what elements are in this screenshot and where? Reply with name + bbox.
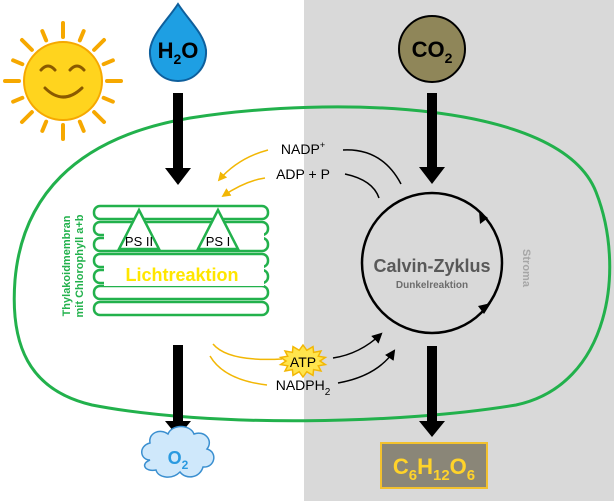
adp-p-label: ADP + P (276, 166, 330, 182)
thylakoid-to-nadph-curve (209, 355, 268, 386)
water-formula: H2O (158, 38, 199, 67)
glucose-out-arrow (419, 346, 445, 437)
co2-in-arrow (419, 93, 445, 184)
water-drop-icon (148, 2, 208, 83)
ps2-triangle (116, 207, 162, 251)
glucose-box (380, 442, 488, 489)
thylakoid-stack (92, 204, 270, 317)
stroma-label: Stroma (520, 249, 532, 288)
atp-label: ATP (290, 354, 316, 370)
light-reaction-band (104, 262, 264, 286)
calvin-cycle-arrowhead-bottom (478, 303, 491, 314)
nadp-plus-label: NADP+ (281, 140, 325, 157)
nadp-to-thylakoid-arrow (217, 149, 269, 182)
co2-circle (398, 15, 466, 83)
svg-text:Thylakoidmembran: Thylakoidmembran (61, 215, 73, 316)
starburst-icon (278, 343, 328, 379)
cloud-icon (141, 425, 215, 478)
water-in-arrow (165, 93, 191, 185)
ps1-triangle (195, 207, 241, 251)
ps2-label: PS II (125, 234, 153, 249)
adp-to-thylakoid-arrow (221, 177, 266, 198)
atp-to-calvin-arrow (332, 332, 383, 359)
co2-formula: CO2 (412, 37, 453, 66)
right-panel-background (304, 0, 614, 501)
nadph-to-calvin-arrow (337, 349, 396, 384)
adp-return-curve (344, 173, 380, 199)
calvin-cycle-ring (360, 191, 504, 335)
calvin-cycle-title: Calvin-Zyklus (373, 256, 490, 276)
thylakoid-membrane-label: Thylakoidmembran mit Chlorophyll a+b (61, 214, 86, 317)
smiling-sun-icon (3, 21, 123, 141)
light-reaction-label: Lichtreaktion (125, 265, 238, 285)
calvin-cycle-arrowhead-top (479, 211, 488, 224)
chloroplast-outline (12, 105, 612, 423)
nadp-return-curve (342, 149, 402, 185)
calvin-cycle-subtitle: Dunkelreaktion (396, 280, 468, 291)
svg-text:mit Chlorophyll a+b: mit Chlorophyll a+b (74, 214, 86, 317)
glucose-formula: C6H12O6 (393, 454, 475, 484)
ps1-label: PS I (206, 234, 231, 249)
oxygen-formula: O2 (168, 448, 189, 472)
nadph2-label: NADPH2 (276, 377, 331, 398)
thylakoid-to-atp-curve (212, 343, 283, 361)
